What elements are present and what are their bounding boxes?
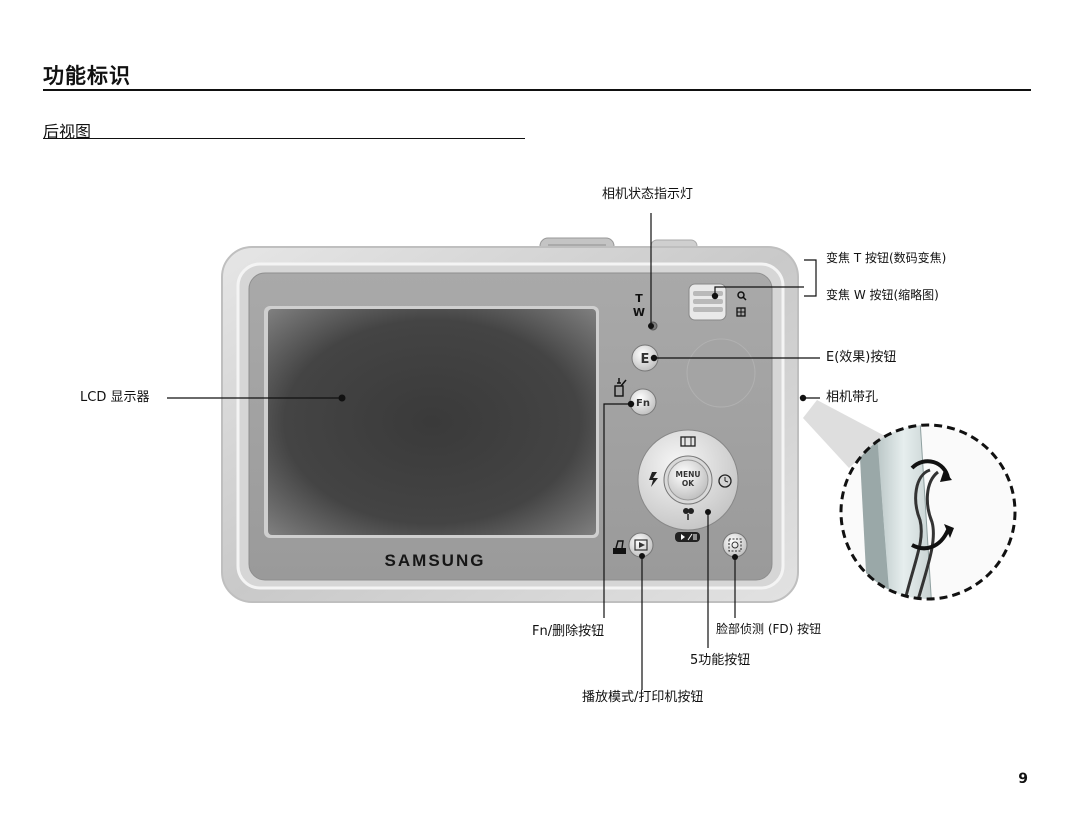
label-status-lamp: 相机状态指示灯 xyxy=(602,187,694,202)
label-face-detection: 脸部侦测 (FD) 按钮 xyxy=(716,622,822,636)
page-number: 9 xyxy=(1018,771,1028,787)
face-detection-button xyxy=(722,532,748,558)
svg-text:E: E xyxy=(641,352,650,367)
thumbnail-icon xyxy=(736,307,746,317)
label-strap-eyelet: 相机带孔 xyxy=(826,390,879,405)
play-pause-icon xyxy=(675,532,700,542)
display-icon xyxy=(680,436,696,447)
label-zoom-t: 变焦 T 按钮(数码变焦) xyxy=(826,251,947,265)
label-lcd: LCD 显示器 xyxy=(80,390,150,405)
svg-text:OK: OK xyxy=(682,479,695,488)
svg-text:Fn: Fn xyxy=(636,398,650,409)
title-underline xyxy=(43,89,1031,91)
section-title: 后视图 xyxy=(43,122,92,141)
page-title: 功能标识 xyxy=(43,64,131,88)
section-underline xyxy=(43,138,525,139)
play-button xyxy=(628,532,654,558)
thumb-rest xyxy=(686,338,756,408)
zoom-button xyxy=(688,283,727,321)
label-e-button: E(效果)按钮 xyxy=(826,350,897,365)
fn-button: Fn xyxy=(629,388,657,416)
brand-logo: SAMSUNG xyxy=(385,551,486,570)
macro-icon xyxy=(683,508,694,520)
callout-dots xyxy=(338,292,807,560)
strap-eyelet-inset xyxy=(841,425,1015,599)
zoom-t-marker: T xyxy=(635,292,643,305)
flash-icon xyxy=(649,472,658,487)
self-timer-icon xyxy=(718,474,732,488)
svg-text:MENU: MENU xyxy=(676,470,701,479)
callout-lines xyxy=(167,213,820,690)
zoom-w-marker: W xyxy=(633,306,645,319)
label-fn-delete: Fn/删除按钮 xyxy=(532,624,605,639)
label-play-print: 播放模式/打印机按钮 xyxy=(582,690,704,705)
label-zoom-w: 变焦 W 按钮(缩略图) xyxy=(826,288,939,302)
delete-icon xyxy=(614,378,627,397)
five-function-pad: MENU OK xyxy=(637,429,739,531)
label-five-function: 5功能按钮 xyxy=(690,653,751,668)
magnify-icon xyxy=(737,291,747,301)
print-icon xyxy=(613,540,626,554)
lcd-screen xyxy=(268,309,596,535)
